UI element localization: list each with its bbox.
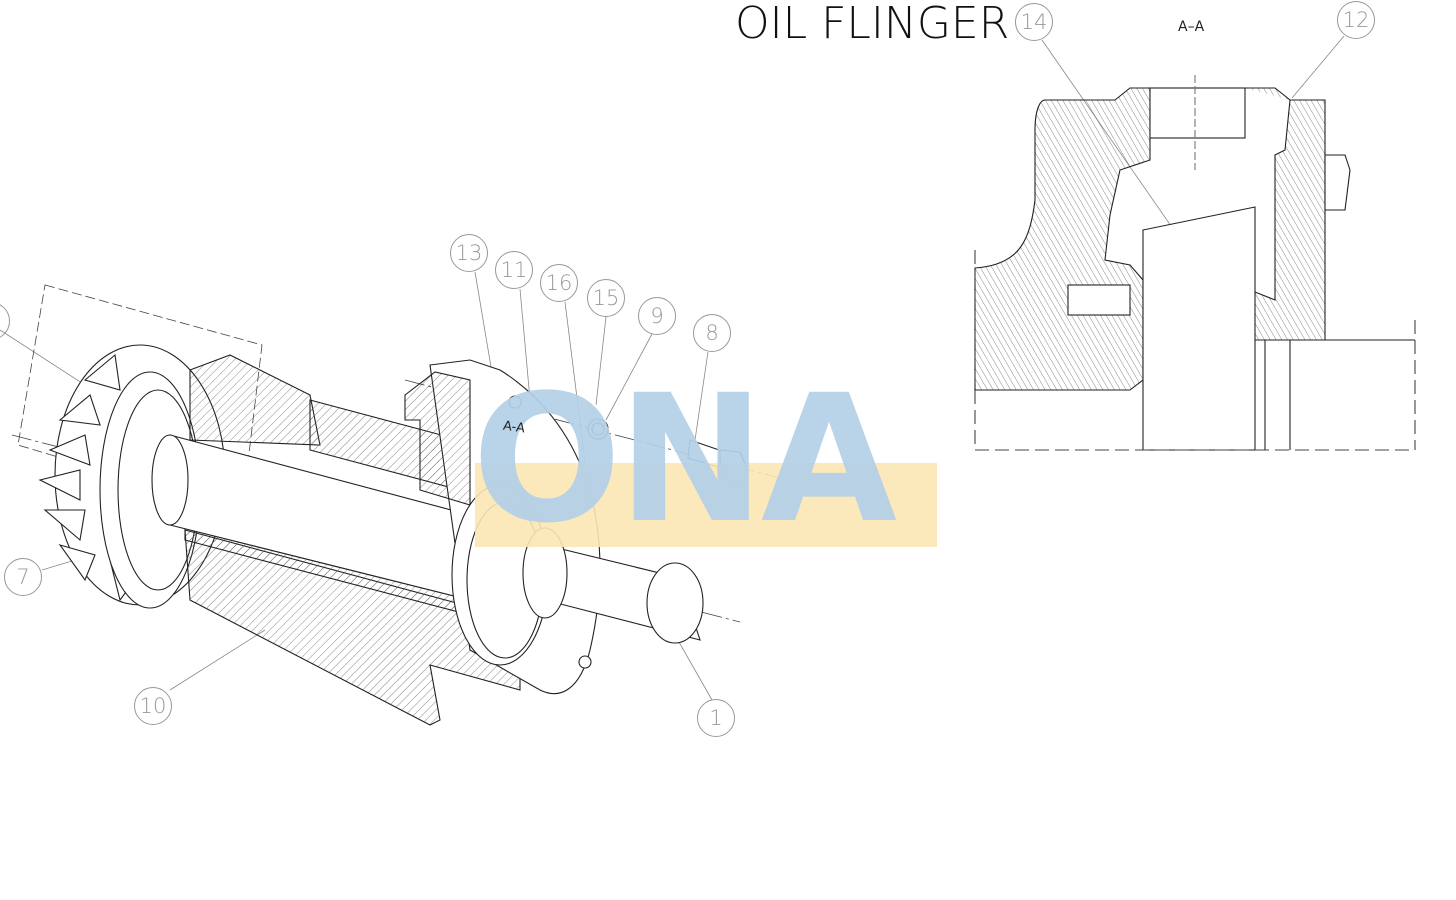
callout-8: 8 <box>693 314 731 352</box>
callout-9: 9 <box>638 297 676 335</box>
watermark: ONA <box>472 357 897 562</box>
callout-15: 15 <box>587 279 625 317</box>
leader-lines <box>0 35 1345 701</box>
section-label: A–A <box>1178 19 1205 35</box>
callout-1: 1 <box>697 699 735 737</box>
section-marker-label: A-A <box>502 418 526 437</box>
watermark-bar <box>475 463 937 547</box>
callout-7: 7 <box>4 558 42 596</box>
callout-16: 16 <box>540 264 578 302</box>
callout-13: 13 <box>450 234 488 272</box>
callout-10: 10 <box>134 687 172 725</box>
callout-14: 14 <box>1015 3 1053 41</box>
callout-11: 11 <box>495 251 533 289</box>
drawing-title: OIL FLINGER <box>735 0 1010 49</box>
callout-12: 12 <box>1337 1 1375 39</box>
section-view-a-a <box>974 75 1416 451</box>
